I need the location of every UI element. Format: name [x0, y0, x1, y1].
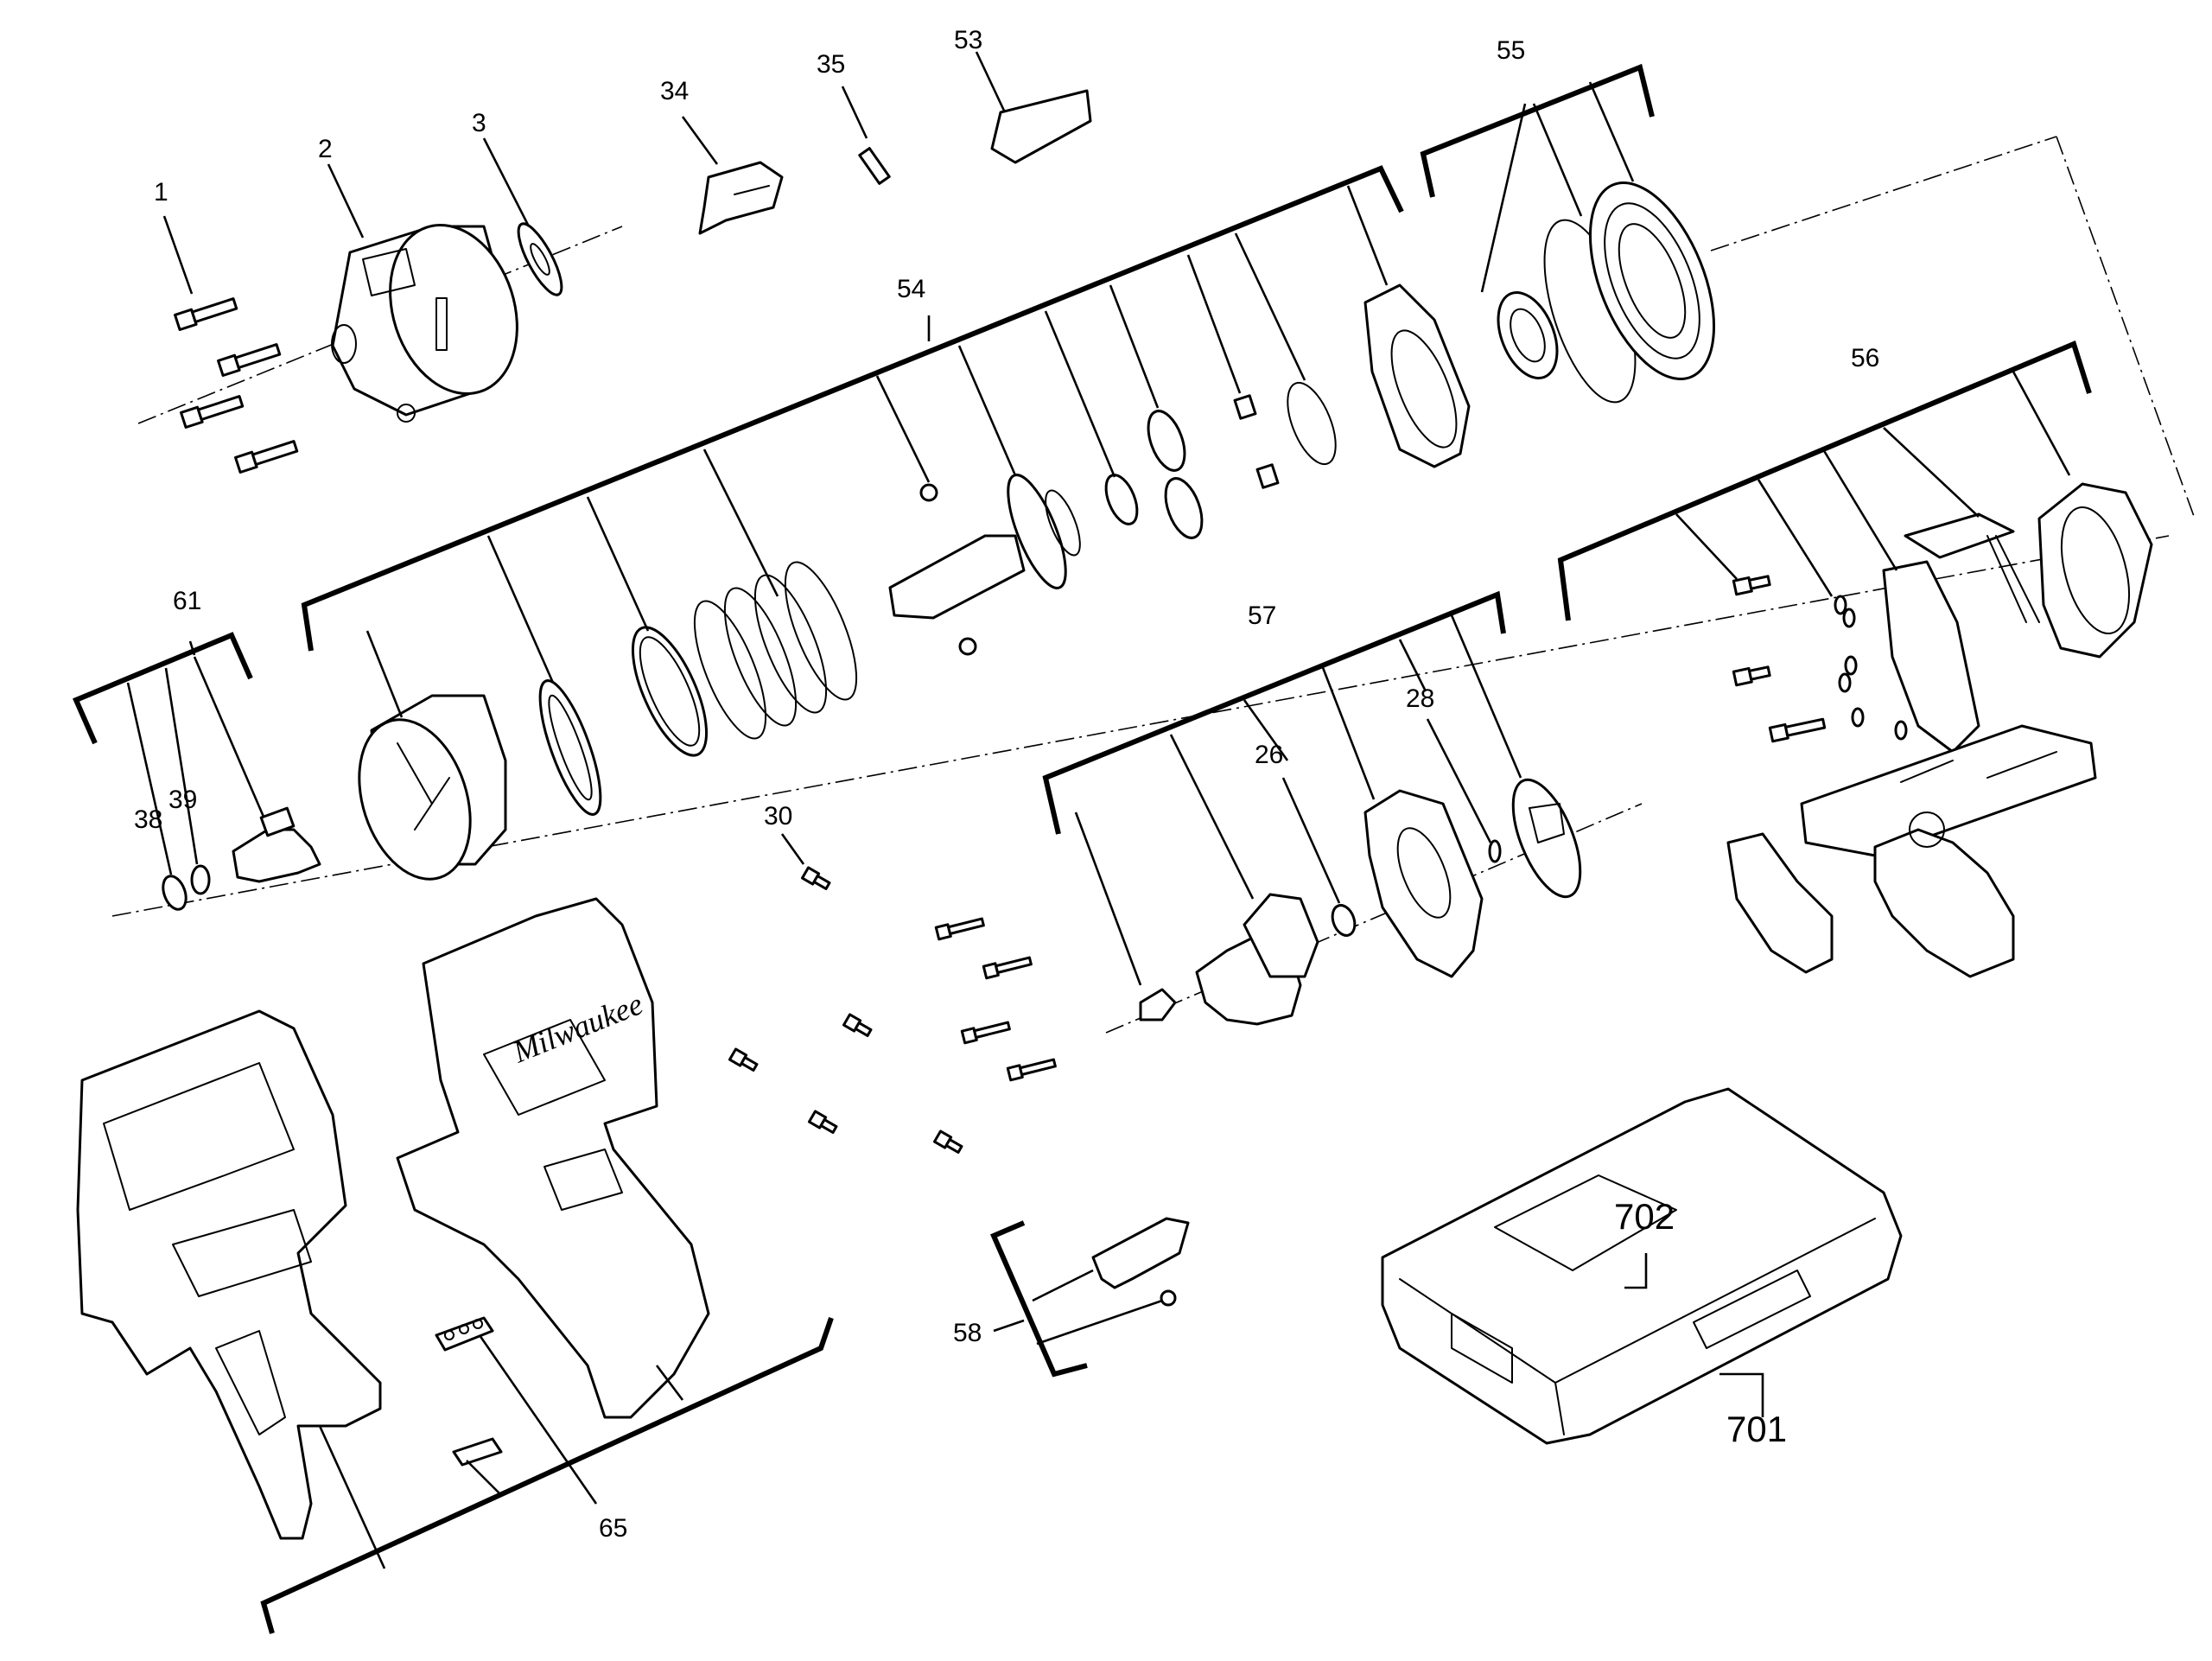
callout-702: 702: [1614, 1196, 1675, 1237]
callout-55: 55: [1497, 36, 1525, 65]
callout-2: 2: [318, 135, 333, 163]
callout-30: 30: [764, 802, 792, 830]
clip-part-34: [698, 161, 784, 235]
callout-3: 3: [472, 109, 486, 137]
leader-lines: [126, 51, 2071, 1569]
group-brackets: [73, 63, 2092, 1634]
case-callout-labels: 702 701: [1614, 1196, 1787, 1449]
housing-right-half: Milwaukee: [396, 897, 710, 1419]
chuck-part-61: [162, 806, 321, 911]
callout-53: 53: [954, 26, 982, 54]
callout-57: 57: [1248, 601, 1276, 630]
callout-58: 58: [953, 1319, 982, 1347]
callout-35: 35: [817, 50, 845, 79]
callout-61: 61: [173, 587, 201, 615]
callout-26: 26: [1255, 741, 1283, 769]
belt-clip-part-58: [1091, 1217, 1190, 1307]
callout-38: 38: [134, 805, 162, 834]
clutch-assembly-part-54: [358, 283, 1471, 881]
gear-housing-part-2: [331, 223, 518, 423]
label-part-53: [990, 89, 1092, 164]
callout-54: 54: [897, 275, 925, 303]
callout-56: 56: [1851, 344, 1879, 372]
callout-34: 34: [660, 77, 689, 105]
nameplate-part-65: [435, 1316, 503, 1467]
callout-65: 65: [599, 1514, 627, 1543]
callout-701: 701: [1726, 1409, 1787, 1449]
callout-39: 39: [168, 786, 197, 814]
screws-part-30: [728, 866, 1057, 1154]
carry-case-part-701: [1381, 1087, 1903, 1445]
callout-1: 1: [154, 178, 168, 207]
screws-part-1: [174, 297, 299, 474]
spring: [693, 561, 858, 740]
pin-part-35: [858, 147, 891, 185]
motor-part-57: [1139, 778, 1582, 1026]
washer-part-3: [517, 222, 563, 296]
housing-left-half: [76, 1009, 382, 1540]
callout-28: 28: [1406, 684, 1434, 713]
callout-labels: 1 2 3 34 35 53 55 54 56 61 38 39 57 26 2…: [134, 26, 1879, 1543]
electronics-part-56: [1726, 482, 2153, 978]
bearing-and-gear-part-55: [1497, 181, 1716, 404]
